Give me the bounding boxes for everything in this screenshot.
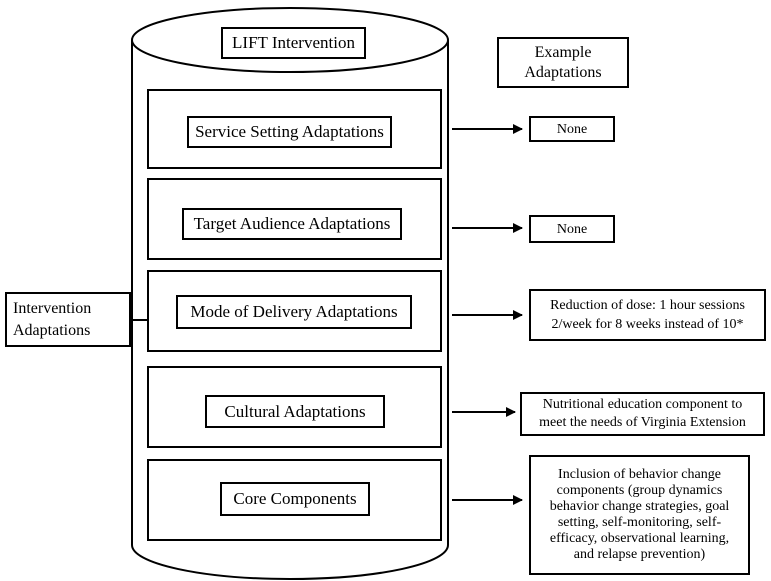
diagram-title: LIFT Intervention [221, 27, 366, 59]
example-header-text: Example Adaptations [524, 43, 602, 81]
layer-label-service-setting: Service Setting Adaptations [187, 116, 392, 148]
example-cultural: Nutritional education component to meet … [520, 392, 765, 436]
example-text-4: Nutritional education component to meet … [539, 397, 746, 430]
example-target-audience: None [529, 215, 615, 243]
layer-label-mode-of-delivery: Mode of Delivery Adaptations [176, 295, 412, 329]
example-mode-of-delivery: Reduction of dose: 1 hour sessions 2/wee… [529, 289, 766, 341]
layer-label-target-audience: Target Audience Adaptations [182, 208, 402, 240]
side-label-text: Intervention Adaptations [13, 299, 92, 339]
example-text-2: None [556, 221, 588, 237]
side-label: Intervention Adaptations [5, 292, 131, 347]
example-core-components: Inclusion of behavior change components … [529, 455, 750, 575]
example-text-1: None [556, 121, 588, 137]
example-service-setting: None [529, 116, 615, 142]
example-header: Example Adaptations [497, 37, 629, 88]
example-text-3: Reduction of dose: 1 hour sessions 2/wee… [550, 298, 745, 332]
layer-label-cultural: Cultural Adaptations [205, 395, 385, 428]
layer-label-core-components: Core Components [220, 482, 370, 516]
example-text-5: Inclusion of behavior change components … [549, 467, 730, 562]
